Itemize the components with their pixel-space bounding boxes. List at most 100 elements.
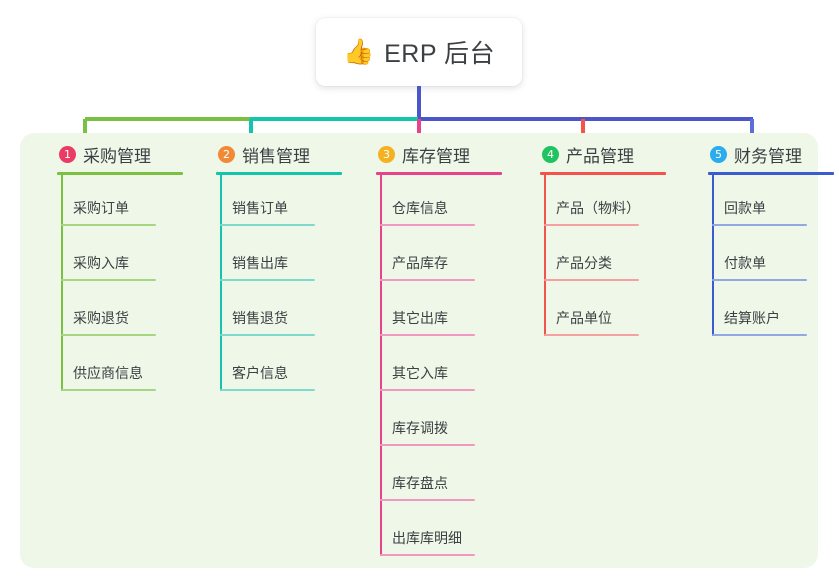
module-header-2[interactable]: 2 销售管理 [196,133,356,175]
module-number-badge: 4 [542,145,559,163]
module-item[interactable]: 销售订单 [196,175,356,230]
module-header-1[interactable]: 1 采购管理 [37,133,197,175]
module-item-label: 仓库信息 [392,200,448,216]
module-item-label: 采购订单 [73,200,129,216]
module-column-1: 1 采购管理采购订单采购入库采购退货供应商信息 [37,133,197,395]
module-title: 采购管理 [83,146,151,166]
module-item-underline [61,389,156,391]
module-item-label: 回款单 [724,200,766,216]
module-item[interactable]: 回款单 [688,175,839,230]
module-column-2: 2 销售管理销售订单销售出库销售退货客户信息 [196,133,356,395]
module-number-badge: 1 [59,145,76,163]
module-item-list: 回款单付款单结算账户 [688,175,839,340]
module-item-list: 销售订单销售出库销售退货客户信息 [196,175,356,395]
module-item[interactable]: 结算账户 [688,285,839,340]
module-item[interactable]: 出库库明细 [356,505,516,560]
module-header-underline [540,172,666,175]
module-item-label: 付款单 [724,255,766,271]
module-item-underline [380,279,475,281]
module-item[interactable]: 产品（物料） [520,175,680,230]
module-item-underline [380,444,475,446]
module-item-label: 库存盘点 [392,475,448,491]
module-item-label: 销售订单 [232,200,288,216]
module-number-badge: 3 [378,145,395,163]
module-item-underline [544,279,639,281]
module-header-5[interactable]: 5 财务管理 [688,133,839,175]
module-item[interactable]: 采购订单 [37,175,197,230]
module-item-underline [61,224,156,226]
module-item[interactable]: 库存调拨 [356,395,516,450]
module-item-label: 采购退货 [73,310,129,326]
module-item-label: 销售退货 [232,310,288,326]
module-header-3[interactable]: 3 库存管理 [356,133,516,175]
module-item-underline [380,554,475,556]
module-item-label: 客户信息 [232,365,288,381]
module-item[interactable]: 其它入库 [356,340,516,395]
module-item-underline [380,334,475,336]
module-item-label: 供应商信息 [73,365,143,381]
module-item-underline [220,334,315,336]
module-item-underline [380,389,475,391]
module-item-label: 其它出库 [392,310,448,326]
module-item-underline [380,499,475,501]
root-node-card[interactable]: 👍 ERP 后台 [316,18,522,86]
module-item-label: 库存调拨 [392,420,448,436]
module-item[interactable]: 仓库信息 [356,175,516,230]
module-column-4: 4 产品管理产品（物料） 产品分类产品单位 [520,133,680,340]
module-item[interactable]: 供应商信息 [37,340,197,395]
module-item-label: 结算账户 [724,310,780,326]
module-item[interactable]: 库存盘点 [356,450,516,505]
module-item[interactable]: 销售出库 [196,230,356,285]
module-title: 财务管理 [734,146,802,166]
module-item-label: 产品分类 [556,255,612,271]
module-item-underline [61,334,156,336]
module-item[interactable]: 产品分类 [520,230,680,285]
module-item-underline [712,224,807,226]
module-title: 产品管理 [566,146,634,166]
module-item[interactable]: 产品单位 [520,285,680,340]
module-item-underline [712,279,807,281]
module-item[interactable]: 采购入库 [37,230,197,285]
module-spine [380,175,382,556]
module-item-label: 销售出库 [232,255,288,271]
module-item-label: 产品（物料） [556,200,640,216]
module-item[interactable]: 付款单 [688,230,839,285]
module-item-underline [220,389,315,391]
module-item[interactable]: 销售退货 [196,285,356,340]
module-item-label: 其它入库 [392,365,448,381]
module-column-3: 3 库存管理仓库信息产品库存其它出库其它入库库存调拨库存盘点出库库明细 [356,133,516,560]
module-item-underline [380,224,475,226]
module-item-label: 产品单位 [556,310,612,326]
module-item[interactable]: 客户信息 [196,340,356,395]
module-title: 销售管理 [242,146,310,166]
module-number-badge: 5 [710,145,727,163]
module-item-underline [712,334,807,336]
module-column-5: 5 财务管理回款单付款单结算账户 [688,133,839,340]
module-header-underline [376,172,502,175]
thumbs-up-icon: 👍 [342,37,375,66]
module-header-underline [57,172,183,175]
module-header-4[interactable]: 4 产品管理 [520,133,680,175]
module-item-label: 采购入库 [73,255,129,271]
module-header-underline [216,172,342,175]
module-item-list: 采购订单采购入库采购退货供应商信息 [37,175,197,395]
module-item-list: 产品（物料） 产品分类产品单位 [520,175,680,340]
module-item-underline [220,224,315,226]
module-item-underline [61,279,156,281]
module-item-underline [220,279,315,281]
module-item-list: 仓库信息产品库存其它出库其它入库库存调拨库存盘点出库库明细 [356,175,516,560]
module-spine [712,175,714,336]
module-item[interactable]: 其它出库 [356,285,516,340]
modules-panel: 1 采购管理采购订单采购入库采购退货供应商信息 2 销售管理销售订单销售出库销售退货客… [20,133,834,568]
module-spine [61,175,63,391]
module-item[interactable]: 产品库存 [356,230,516,285]
module-item-underline [544,334,639,336]
module-title: 库存管理 [402,146,470,166]
module-item[interactable]: 采购退货 [37,285,197,340]
module-number-badge: 2 [218,145,235,163]
module-item-underline [544,224,639,226]
root-node-title: ERP 后台 [384,40,496,68]
module-spine [544,175,546,336]
module-spine [220,175,222,391]
module-header-underline [708,172,834,175]
